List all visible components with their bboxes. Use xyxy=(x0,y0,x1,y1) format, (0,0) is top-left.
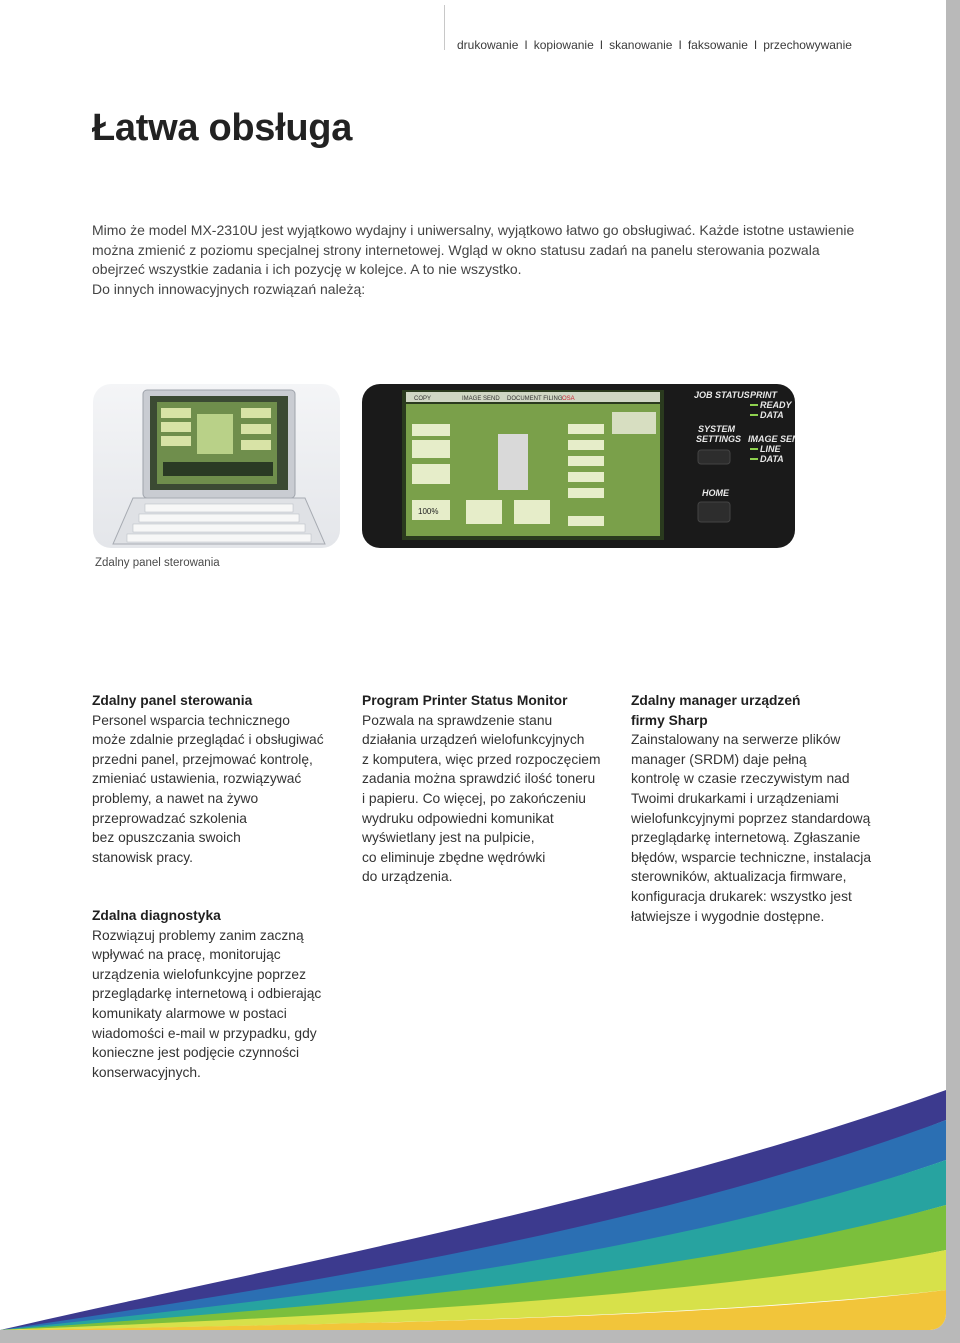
intro-paragraph: Mimo że model MX-2310U jest wyjątkowo wy… xyxy=(92,221,892,299)
panel-job-status-label: JOB STATUS xyxy=(694,390,750,400)
intro-line: można zmienić z poziomu specjalnej stron… xyxy=(92,241,820,258)
decorative-swoosh xyxy=(0,1090,946,1330)
column-remote-diagnostics: Zdalna diagnostyka Rozwiązuj problemy za… xyxy=(92,906,321,1082)
nav-separator: I xyxy=(753,38,758,52)
body-line: Pozwala na sprawdzenie stanu xyxy=(362,712,553,728)
body-line: zmieniać ustawienia, rozwiązywać xyxy=(92,771,302,787)
panel-print-label: PRINT xyxy=(750,390,779,400)
body-line: co eliminuje zbędne wędrówki xyxy=(362,849,546,865)
body-line: wyświetlany jest na pulpicie, xyxy=(362,830,535,846)
body-line: Zainstalowany na serwerze plików xyxy=(631,732,841,748)
body-line: bez opuszczania swoich xyxy=(92,830,241,846)
swoosh-band xyxy=(0,1205,946,1330)
panel-image-send-label: IMAGE SEND xyxy=(748,434,795,444)
column-device-manager: Zdalny manager urządzeń firmy Sharp Zain… xyxy=(631,691,871,926)
swoosh-band xyxy=(0,1160,946,1330)
body-line: przeglądarkę internetową i odbierając xyxy=(92,986,322,1002)
body-line: zadania można sprawdzić ilość toneru xyxy=(362,771,596,787)
body-line: wiadomości e-mail w przypadku, gdy xyxy=(92,1025,317,1041)
body-line: urządzenia wielofunkcyjne poprzez xyxy=(92,966,306,982)
swoosh-band xyxy=(0,1250,946,1330)
panel-zoom-value: 100% xyxy=(418,507,438,516)
intro-line: Do innych innowacyjnych rozwiązań należą… xyxy=(92,280,366,297)
body-line: łatwiejsze i wygodnie dostępne. xyxy=(631,908,825,924)
body-line: przedni panel, przejmować kontrolę, xyxy=(92,751,313,767)
panel-ready-label: READY xyxy=(760,400,793,410)
panel-line-label: LINE xyxy=(760,444,781,454)
nav-item-scanning: skanowanie xyxy=(609,38,673,52)
body-line: z komputera, więc przed rozpoczęciem xyxy=(362,751,601,767)
control-panel-photo: COPY IMAGE SEND DOCUMENT FILING OSA 100%… xyxy=(362,384,795,548)
body-line: Twoimi drukarkami i urządzeniami xyxy=(631,790,839,806)
nav-separator: I xyxy=(524,38,528,52)
body-line: problemy, a nawet na żywo xyxy=(92,790,259,806)
body-line: sterowników, aktualizacja firmware, xyxy=(631,869,847,885)
body-line: wydruku odpowiedni komunikat xyxy=(362,810,554,826)
body-line: może zdalnie przeglądać i obsługiwać xyxy=(92,732,324,748)
nav-separator: I xyxy=(678,38,682,52)
swoosh-band xyxy=(0,1290,946,1330)
section-heading: Zdalna diagnostyka xyxy=(92,908,221,923)
body-line: błędów, wsparcie techniczne, instalacja xyxy=(631,849,872,865)
body-line: manager (SRDM) daje pełną xyxy=(631,751,807,767)
body-line: stanowisk pracy. xyxy=(92,849,193,865)
body-line: wpływać na pracę, monitorując xyxy=(92,947,281,963)
panel-tab-osa: OSA xyxy=(562,396,575,402)
body-line: Rozwiązuj problemy zanim zaczną xyxy=(92,927,304,943)
body-line: przeglądarkę internetową. Zgłaszanie xyxy=(631,830,861,846)
nav-item-copying: kopiowanie xyxy=(533,38,594,52)
intro-line: Mimo że model MX-2310U jest wyjątkowo wy… xyxy=(92,222,855,238)
section-body: Personel wsparcia technicznego może zdal… xyxy=(92,711,324,868)
section-heading: Zdalny panel sterowania xyxy=(92,693,253,708)
nav-item-storing: przechowywanie xyxy=(763,38,852,52)
panel-settings-label: SETTINGS xyxy=(696,434,741,444)
panel-system-label: SYSTEM xyxy=(698,424,736,434)
body-line: konserwacyjnych. xyxy=(92,1064,201,1080)
laptop-illustration xyxy=(112,389,326,545)
body-line: i papieru. Co więcej, po zakończeniu xyxy=(362,790,586,806)
body-line: komunikaty alarmowe w postaci xyxy=(92,1005,287,1021)
column-remote-panel: Zdalny panel sterowania Personel wsparci… xyxy=(92,691,324,867)
body-line: konfiguracja drukarek: wszystko jest xyxy=(631,888,852,904)
section-heading: Zdalny manager urządzeń xyxy=(631,693,801,708)
section-heading: firmy Sharp xyxy=(631,712,708,728)
intro-line: obejrzeć wszystkie zadania i ich pozycję… xyxy=(92,261,522,278)
body-line: przeprowadzać szkolenia xyxy=(92,810,247,826)
panel-home-label: HOME xyxy=(702,488,730,498)
section-body: Zainstalowany na serwerze plików manager… xyxy=(631,730,871,926)
nav-item-printing: drukowanie xyxy=(457,38,519,52)
panel-data2-label: DATA xyxy=(760,454,784,464)
image-caption: Zdalny panel sterowania xyxy=(95,557,220,569)
column-printer-status: Program Printer Status Monitor Pozwala n… xyxy=(362,691,600,887)
body-line: kontrolę w czasie rzeczywistym nad xyxy=(631,771,850,787)
laptop-photo xyxy=(93,384,340,548)
page-title: Łatwa obsługa xyxy=(92,107,353,149)
panel-tab-document-filing: DOCUMENT FILING xyxy=(507,396,563,402)
body-line: do urządzenia. xyxy=(362,869,453,885)
section-heading: Program Printer Status Monitor xyxy=(362,693,568,708)
control-panel-illustration: COPY IMAGE SEND DOCUMENT FILING OSA 100%… xyxy=(402,390,795,540)
nav-separator: I xyxy=(599,38,604,52)
section-body: Rozwiązuj problemy zanim zaczną wpływać … xyxy=(92,926,321,1083)
body-line: działania urządzeń wielofunkcyjnych xyxy=(362,732,585,748)
section-body: Pozwala na sprawdzenie stanu działania u… xyxy=(362,711,600,887)
panel-tab-image-send: IMAGE SEND xyxy=(462,396,500,402)
body-line: wielofunkcyjnymi poprzez standardową xyxy=(631,810,871,826)
panel-tab-copy: COPY xyxy=(414,396,431,402)
body-line: Personel wsparcia technicznego xyxy=(92,712,290,728)
body-line: konieczne jest podjęcie czynności xyxy=(92,1045,300,1061)
nav-item-faxing: faksowanie xyxy=(687,38,748,52)
header-divider xyxy=(444,5,445,50)
panel-data-label: DATA xyxy=(760,410,784,420)
